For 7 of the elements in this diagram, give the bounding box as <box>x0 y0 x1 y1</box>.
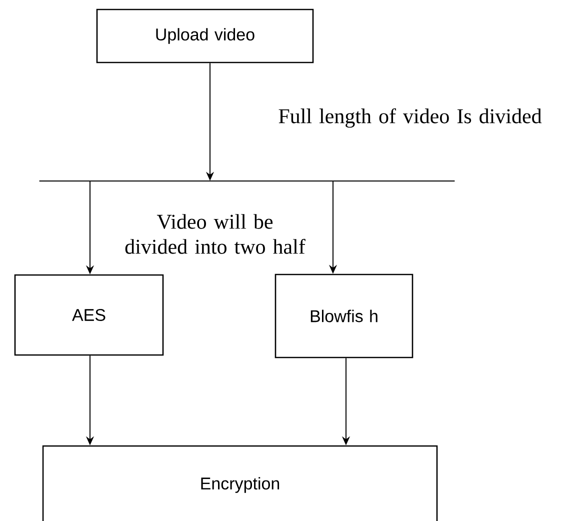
split-line <box>38 180 456 182</box>
process-box: Encryption <box>42 445 438 521</box>
process-box: Blowfis h <box>274 274 414 358</box>
note-text: Video will be divided into two half <box>125 214 306 254</box>
process-box: Upload video <box>96 8 314 64</box>
note-text: Full length of video Is divided <box>278 108 542 128</box>
process-box: AES <box>14 274 164 356</box>
